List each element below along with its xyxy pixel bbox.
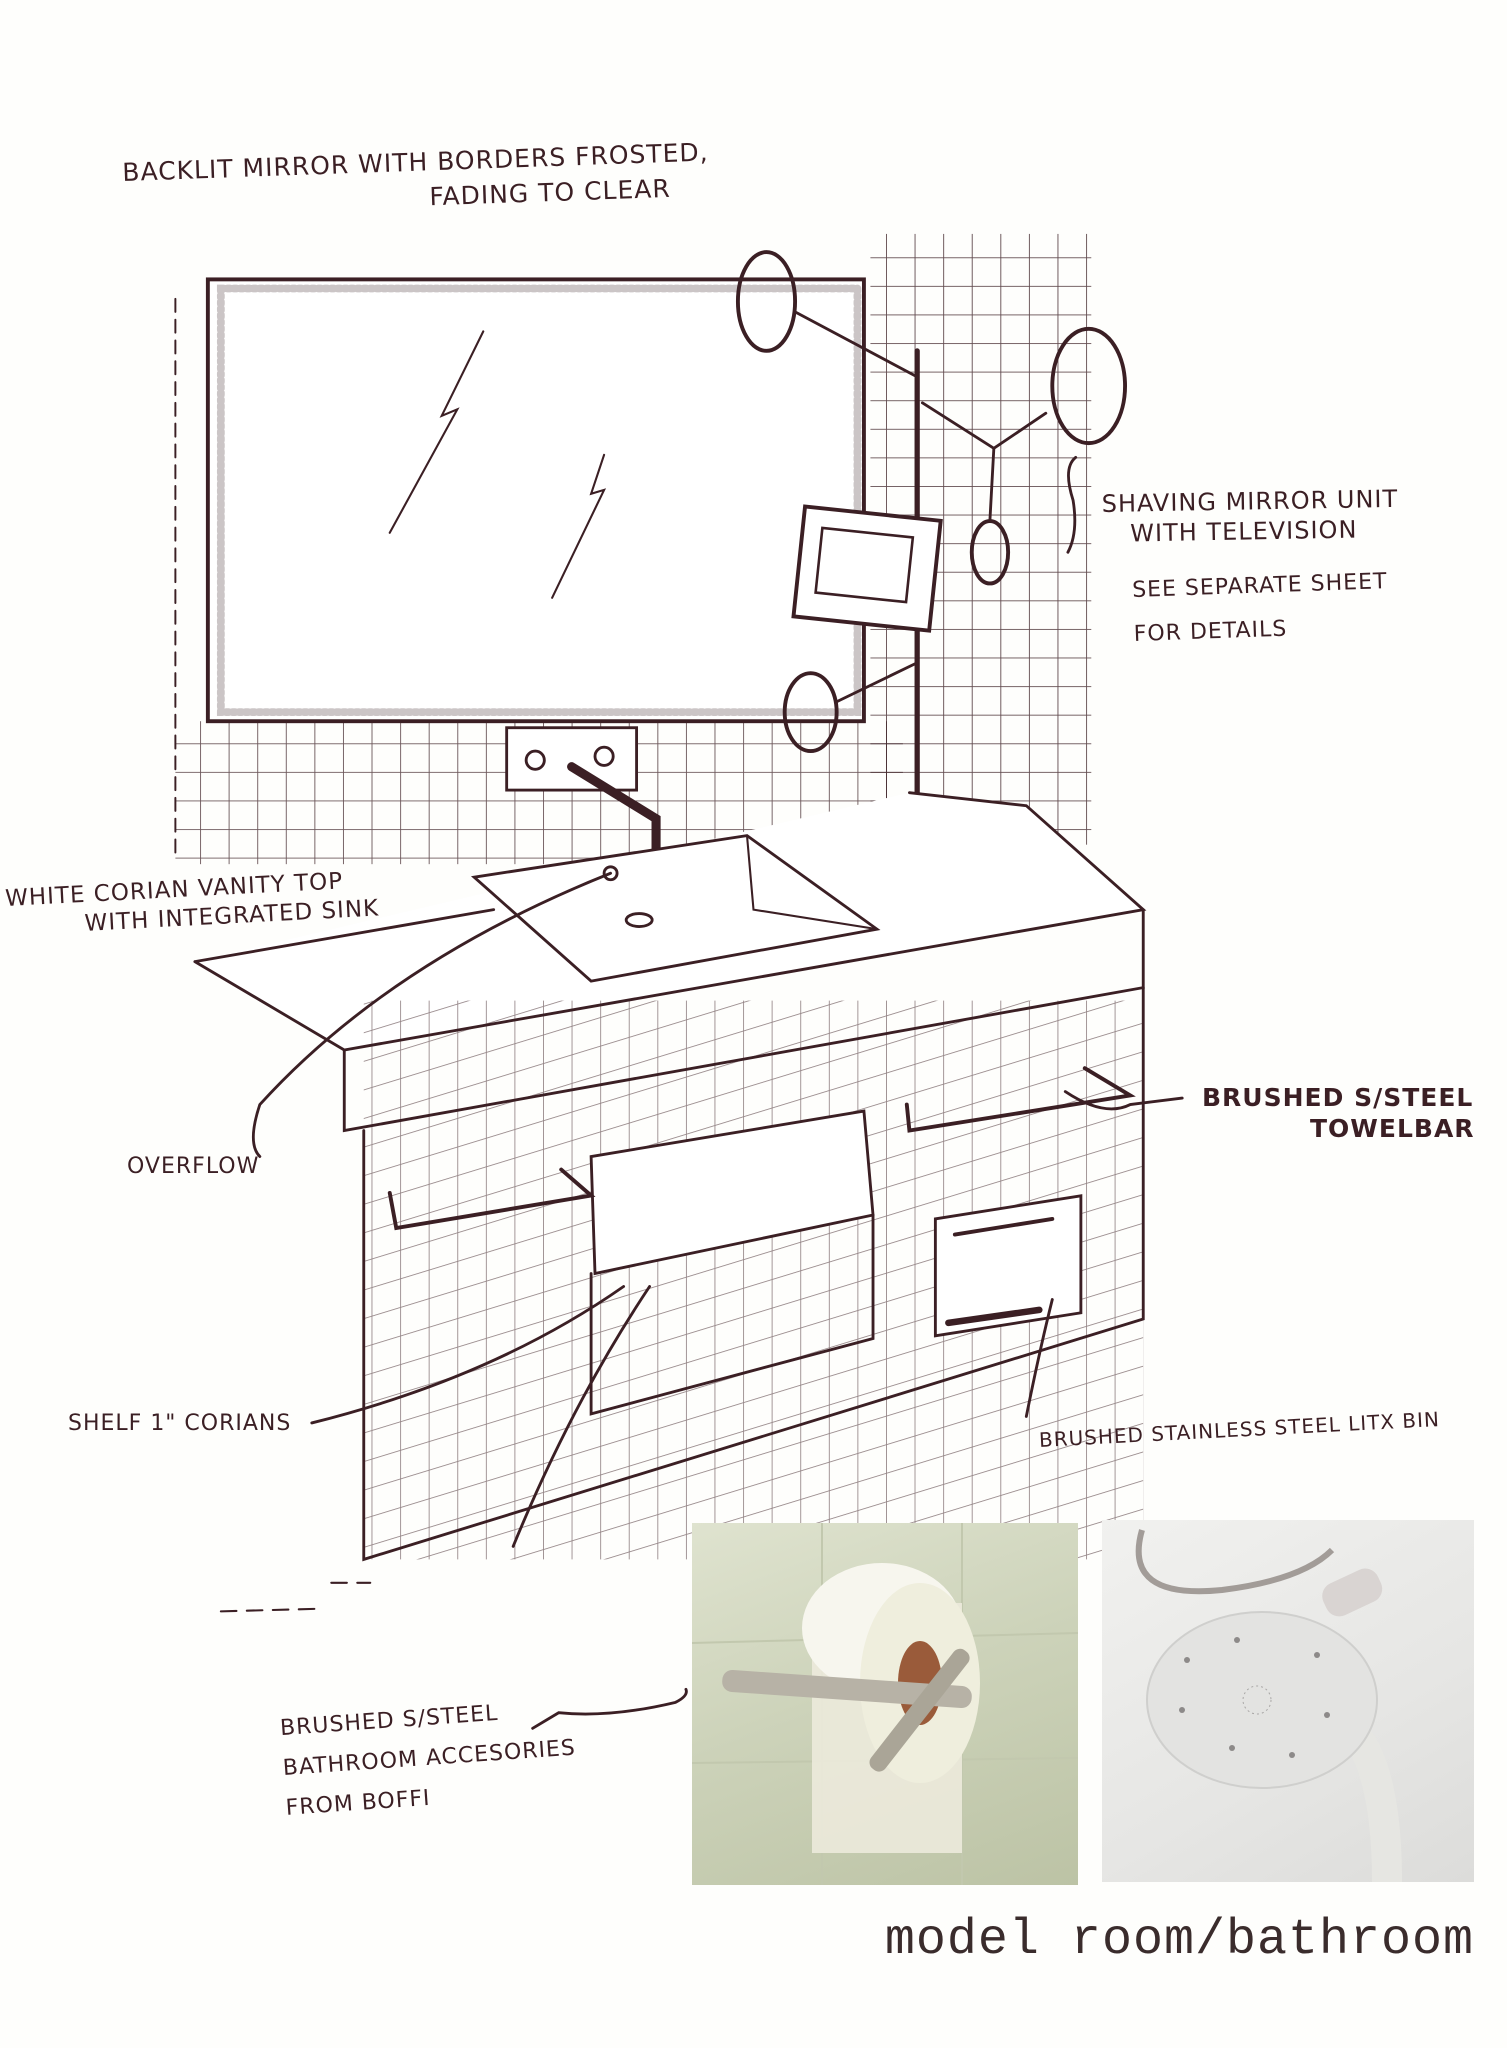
note-shaving-line-1: SHAVING MIRROR UNIT [1101,484,1399,519]
note-shaving-unit: SHAVING MIRROR UNIT WITH TELEVISION [1101,484,1399,548]
note-shelf: SHELF 1" CORIANS [68,1411,292,1436]
towelbar-right [904,1066,1136,1133]
backlit-mirror [205,277,866,724]
note-shaving-line-2: WITH TELEVISION [1130,515,1358,548]
note-overflow: OVERFLOW [127,1154,260,1179]
note-towelbar-line-1: BRUSHED S/STEEL [1202,1083,1474,1112]
towelbar-left [387,1167,596,1231]
note-accessories-line-2: BATHROOM ACCESORIES [282,1735,577,1781]
sheet-caption: model room/bathroom [884,1912,1474,1969]
photo-toilet-roll-holder [692,1523,1078,1885]
note-accessories: BRUSHED S/STEEL BATHROOM ACCESORIES FROM… [279,1698,579,1821]
note-see-sheet: SEE SEPARATE SHEET FOR DETAILS [1131,569,1390,647]
faucet-plate [505,726,639,792]
cabinet [362,986,1145,1562]
note-see-sheet-line-1: SEE SEPARATE SHEET [1131,569,1388,604]
note-towelbar: BRUSHED S/STEEL TOWELBAR [1202,1085,1475,1141]
note-towelbar-line-2: TOWELBAR [1310,1114,1475,1143]
television [791,504,943,633]
photo-shower-head [1102,1520,1474,1882]
